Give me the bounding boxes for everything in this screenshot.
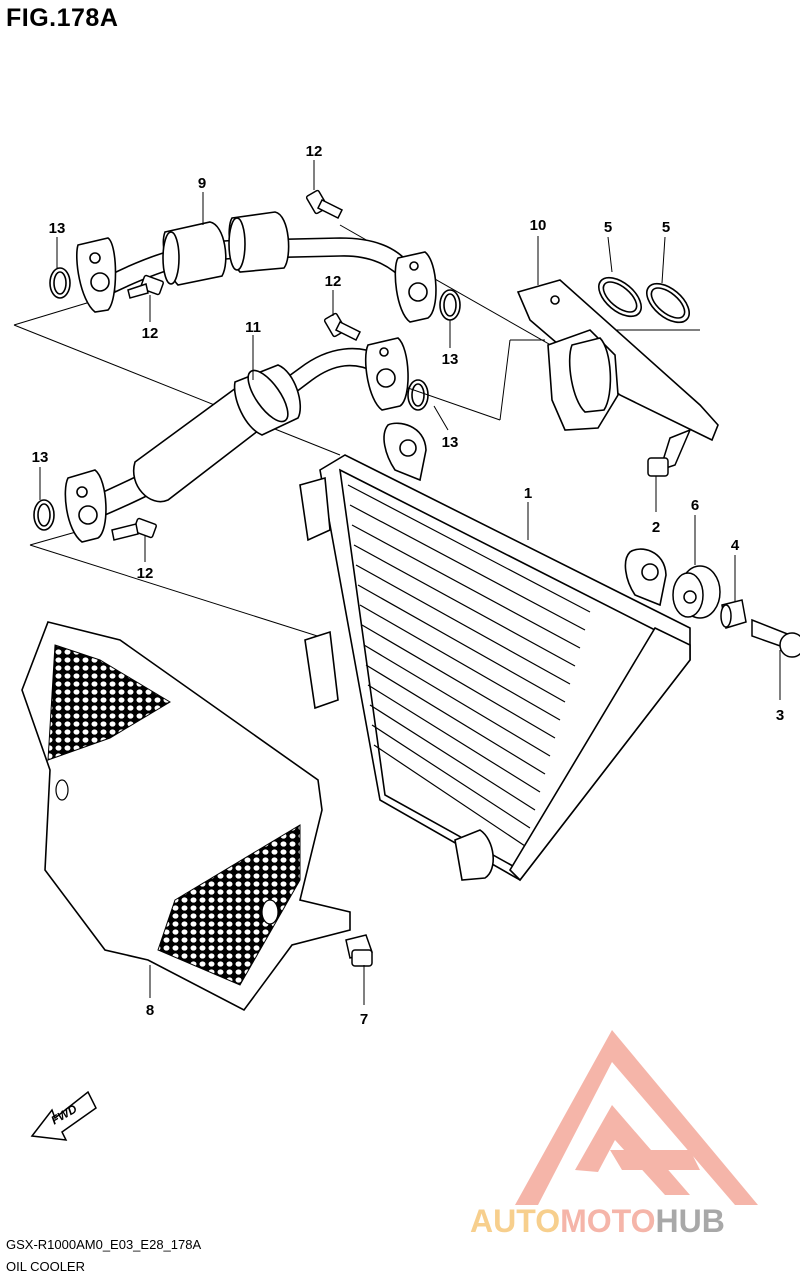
oil-cooler [299,422,691,882]
callout-labels: 1 2 3 4 5 5 6 7 8 9 10 11 12 12 12 12 13… [32,143,785,1028]
callout-8: 8 [146,1002,154,1019]
callout-2: 2 [652,519,660,536]
callout-10: 10 [530,217,547,234]
mount-hardware [672,565,800,658]
callout-5a: 5 [604,219,612,236]
o-rings [33,267,461,531]
figure-name: OIL COOLER [6,1259,85,1274]
callout-1: 1 [524,485,532,502]
figure-title: FIG.178A [6,4,119,32]
seal-rings [598,276,690,324]
automotohub-logo: AUTOMOTOHUB [470,1030,758,1239]
callout-9: 9 [198,175,206,192]
lower-oil-hose [64,337,409,543]
callout-13b: 13 [442,351,459,368]
guard-bolt [345,934,373,967]
callout-12b: 12 [142,325,159,342]
cooler-fins [347,484,591,847]
callout-4: 4 [731,537,740,554]
callout-leaders [39,160,781,1005]
cooler-guard [21,621,351,1012]
callout-6: 6 [691,497,699,514]
logo-text: AUTOMOTOHUB [470,1203,725,1239]
figure-code: GSX-R1000AM0_E03_E28_178A [6,1237,202,1252]
upper-oil-hose [76,211,437,323]
cooler-bracket [516,279,719,442]
callout-13d: 13 [442,434,459,451]
callout-7: 7 [360,1011,368,1028]
callout-5b: 5 [662,219,670,236]
callout-12a: 12 [306,143,323,160]
callout-11: 11 [245,319,261,336]
callout-13c: 13 [32,449,49,466]
callout-3: 3 [776,707,784,724]
callout-13a: 13 [49,220,66,237]
callout-12c: 12 [325,273,342,290]
bracket-bolt [647,428,692,477]
callout-12d: 12 [137,565,154,582]
fwd-arrow-icon: FWD [30,1090,97,1141]
hose-bolts [111,189,362,541]
